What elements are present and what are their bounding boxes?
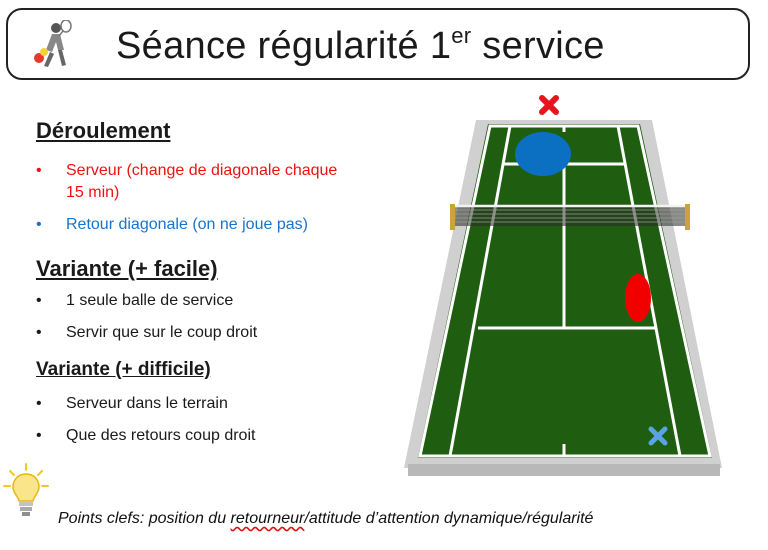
section-heading-variante-difficile: Variante (+ difficile) (36, 359, 211, 380)
variante-facile-list: •1 seule balle de service •Servir que su… (36, 290, 376, 354)
section-heading-deroulement: Déroulement (36, 118, 171, 143)
blue-zone (515, 132, 571, 176)
red-zone (625, 274, 651, 322)
red-x-icon (539, 95, 559, 115)
variante-difficile-list: •Serveur dans le terrain •Que des retour… (36, 393, 376, 457)
title-box: Séance régularité 1er service (6, 8, 750, 80)
list-item: •Que des retours coup droit (36, 427, 256, 444)
singles-sideline-left (448, 125, 512, 457)
list-item: •Serveur dans le terrain (36, 395, 228, 412)
tennis-court-diagram (404, 95, 722, 476)
court-base-shadow (408, 464, 720, 476)
deroulement-list: •Serveur (change de diagonale chaque 15 … (36, 160, 356, 246)
key-points-text: Points clefs: position du retourneur/att… (58, 510, 594, 527)
blue-x-icon (648, 426, 668, 446)
list-item: •Serveur (change de diagonale chaque 15 … (36, 162, 338, 201)
page-title: Séance régularité 1er service (116, 23, 605, 68)
doubles-boundary (418, 124, 712, 458)
section-heading-variante-facile: Variante (+ facile) (36, 256, 218, 281)
tennis-player-icon (34, 20, 72, 67)
net (450, 204, 690, 230)
list-item: •Servir que sur le coup droit (36, 324, 258, 341)
list-item: •Retour diagonale (on ne joue pas) (36, 216, 308, 233)
list-item: •1 seule balle de service (36, 292, 234, 309)
lightbulb-icon (3, 463, 49, 516)
